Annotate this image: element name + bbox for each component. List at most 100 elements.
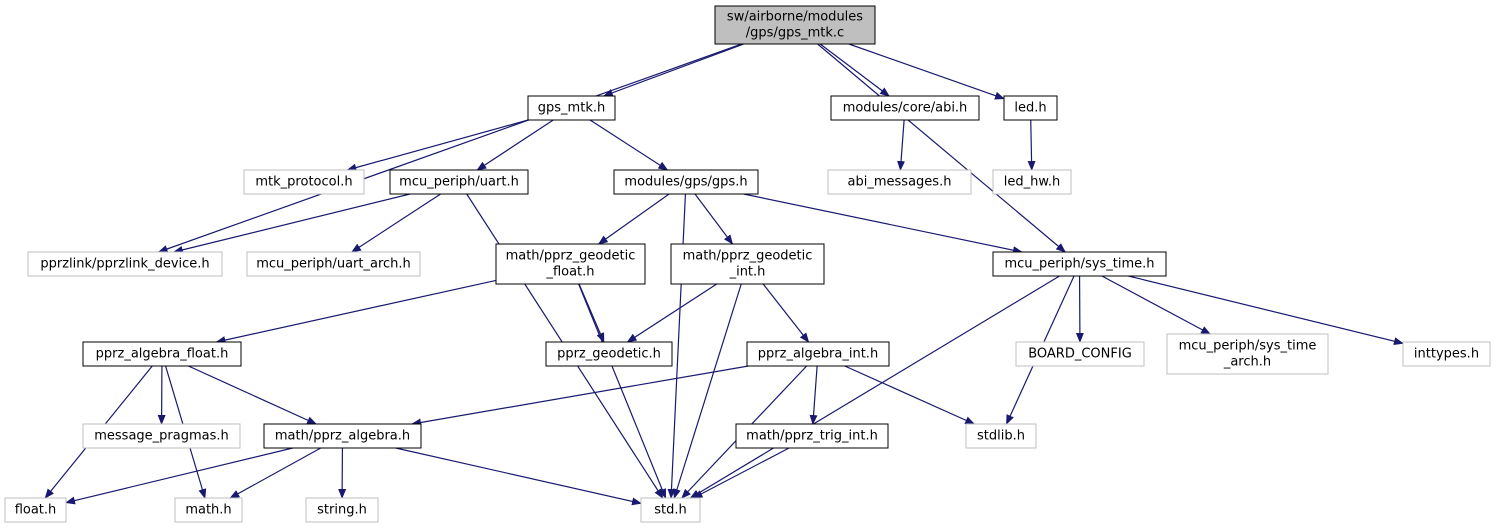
edge-gps_h-to-geo_float_h (597, 193, 670, 245)
node-label: math.h (185, 503, 231, 518)
edge-alg_int_h-to-trig_int_h (809, 365, 818, 425)
node-box (1166, 333, 1329, 375)
node-box (174, 497, 243, 523)
node-box (389, 169, 529, 195)
node-box (305, 497, 379, 523)
edge-gps_mtk_h-to-uart_h (476, 119, 554, 171)
node-label: math/pprz_algebra.h (275, 429, 410, 444)
node-box (992, 251, 1167, 277)
edge-uart_h-to-pprzlink_device_h (172, 193, 411, 254)
node-led-hw-h: led_hw.h (992, 169, 1072, 195)
node-label: std.h (654, 503, 687, 518)
edge-sys_time_h-to-std_h (689, 275, 1060, 499)
node-box (1015, 341, 1145, 367)
node-box (746, 341, 890, 367)
node-geo-int-h[interactable]: math/pprz_geodetic_int.h (670, 243, 825, 285)
node-label: BOARD_CONFIG (1028, 347, 1132, 362)
node-label: mcu_periph/sys_time (1179, 339, 1317, 354)
node-gps-h[interactable]: modules/gps/gps.h (613, 169, 759, 195)
node-label: _arch.h (1223, 355, 1271, 370)
edge-sys_time_h-to-sys_time_arch_h (1101, 275, 1212, 335)
node-gps-mtk-h[interactable]: gps_mtk.h (527, 95, 616, 121)
node-pprz-algebra-h[interactable]: math/pprz_algebra.h (263, 423, 422, 449)
node-board-config: BOARD_CONFIG (1015, 341, 1145, 367)
node-label: gps_mtk.h (538, 101, 605, 116)
node-label: pprz_algebra_float.h (96, 347, 229, 362)
node-label: _float.h (545, 265, 594, 280)
node-label: pprz_geodetic.h (557, 347, 661, 362)
edge-alg_int_h-to-stdlib_h (844, 365, 976, 425)
node-label: mcu_periph/uart.h (399, 175, 519, 190)
node-inttypes-h: inttypes.h (1402, 341, 1491, 367)
node-label: mtk_protocol.h (255, 175, 352, 190)
edge-root-to-sys_time_h (817, 43, 1066, 253)
node-label: pprzlink/pprzlink_device.h (40, 257, 209, 272)
node-box (613, 169, 759, 195)
node-box (830, 95, 980, 121)
node-box (27, 251, 223, 277)
edge-gps_h-to-sys_time_h (743, 193, 1023, 255)
node-box (1003, 95, 1058, 121)
node-box (965, 423, 1037, 449)
edge-geo_float_h-to-std_h (578, 283, 667, 499)
edge-root-to-led_h (848, 43, 1005, 100)
node-sys-time-arch-h: mcu_periph/sys_time_arch.h (1166, 333, 1329, 375)
node-pprz-geodetic-h[interactable]: pprz_geodetic.h (545, 341, 673, 367)
node-label: abi_messages.h (848, 175, 952, 190)
node-label: modules/core/abi.h (843, 101, 968, 116)
edge-gps_h-to-std_h (667, 193, 687, 499)
edge-root-to-pprzlink_device_h (157, 43, 742, 253)
node-pprzlink-device-h: pprzlink/pprzlink_device.h (27, 251, 223, 277)
edge-alg_float_h-to-pprz_algebra_h (188, 365, 317, 425)
node-label: float.h (15, 503, 57, 518)
node-box (670, 243, 825, 285)
node-label: mcu_periph/uart_arch.h (256, 257, 411, 272)
node-label: string.h (317, 503, 367, 518)
node-box (827, 169, 972, 195)
node-box (82, 341, 242, 367)
edge-pprz_algebra_h-to-float_h (65, 447, 293, 505)
node-label: modules/gps/gps.h (624, 175, 747, 190)
edge-sys_time_h-to-inttypes_h (1128, 275, 1404, 346)
node-abi-h[interactable]: modules/core/abi.h (830, 95, 980, 121)
edge-geo_int_h-to-std_h (673, 283, 742, 499)
edge-led_h-to-led_hw_h (1027, 119, 1036, 171)
node-root[interactable]: sw/airborne/modules/gps/gps_mtk.c (714, 5, 876, 45)
node-box (495, 243, 646, 285)
node-trig-int-h[interactable]: math/pprz_trig_int.h (735, 423, 889, 449)
node-box (735, 423, 889, 449)
edge-trig_int_h-to-std_h (692, 447, 790, 499)
node-label: led.h (1014, 101, 1046, 116)
edge-pprz_algebra_h-to-std_h (395, 447, 642, 506)
edge-geo_int_h-to-alg_int_h (762, 283, 810, 343)
edge-gps_h-to-geo_int_h (694, 193, 734, 245)
edge-uart_h-to-uart_arch_h (351, 193, 441, 253)
edge-gps_mtk_h-to-mtk_protocol_h (346, 119, 529, 172)
edge-geo_float_h-to-alg_float_h (215, 279, 497, 344)
node-label: math/pprz_geodetic (683, 249, 813, 264)
node-box (263, 423, 422, 449)
node-label: _int.h (729, 265, 766, 280)
node-geo-float-h[interactable]: math/pprz_geodetic_float.h (495, 243, 646, 285)
node-label: math/pprz_trig_int.h (746, 429, 878, 444)
node-label: math/pprz_geodetic (506, 249, 636, 264)
node-label: pprz_algebra_int.h (758, 347, 878, 362)
node-box (1402, 341, 1491, 367)
node-led-h[interactable]: led.h (1003, 95, 1058, 121)
edge-pprz_algebra_h-to-math_h (229, 447, 322, 499)
node-box (246, 251, 421, 277)
nodes-layer: sw/airborne/modules/gps/gps_mtk.c gps_mtk… (4, 5, 1491, 523)
node-box (527, 95, 616, 121)
node-uart-h[interactable]: mcu_periph/uart.h (389, 169, 529, 195)
node-alg-float-h[interactable]: pprz_algebra_float.h (82, 341, 242, 367)
node-stdlib-h: stdlib.h (965, 423, 1037, 449)
node-alg-int-h[interactable]: pprz_algebra_int.h (746, 341, 890, 367)
node-uart-arch-h: mcu_periph/uart_arch.h (246, 251, 421, 277)
node-mtk-protocol-h: mtk_protocol.h (243, 169, 365, 195)
node-label: led_hw.h (1004, 175, 1060, 190)
edge-gps_mtk_h-to-gps_h (589, 119, 669, 171)
edge-root-to-abi_h (819, 43, 890, 97)
node-sys-time-h[interactable]: mcu_periph/sys_time.h (992, 251, 1167, 277)
edge-alg_int_h-to-pprz_algebra_h (411, 365, 749, 427)
